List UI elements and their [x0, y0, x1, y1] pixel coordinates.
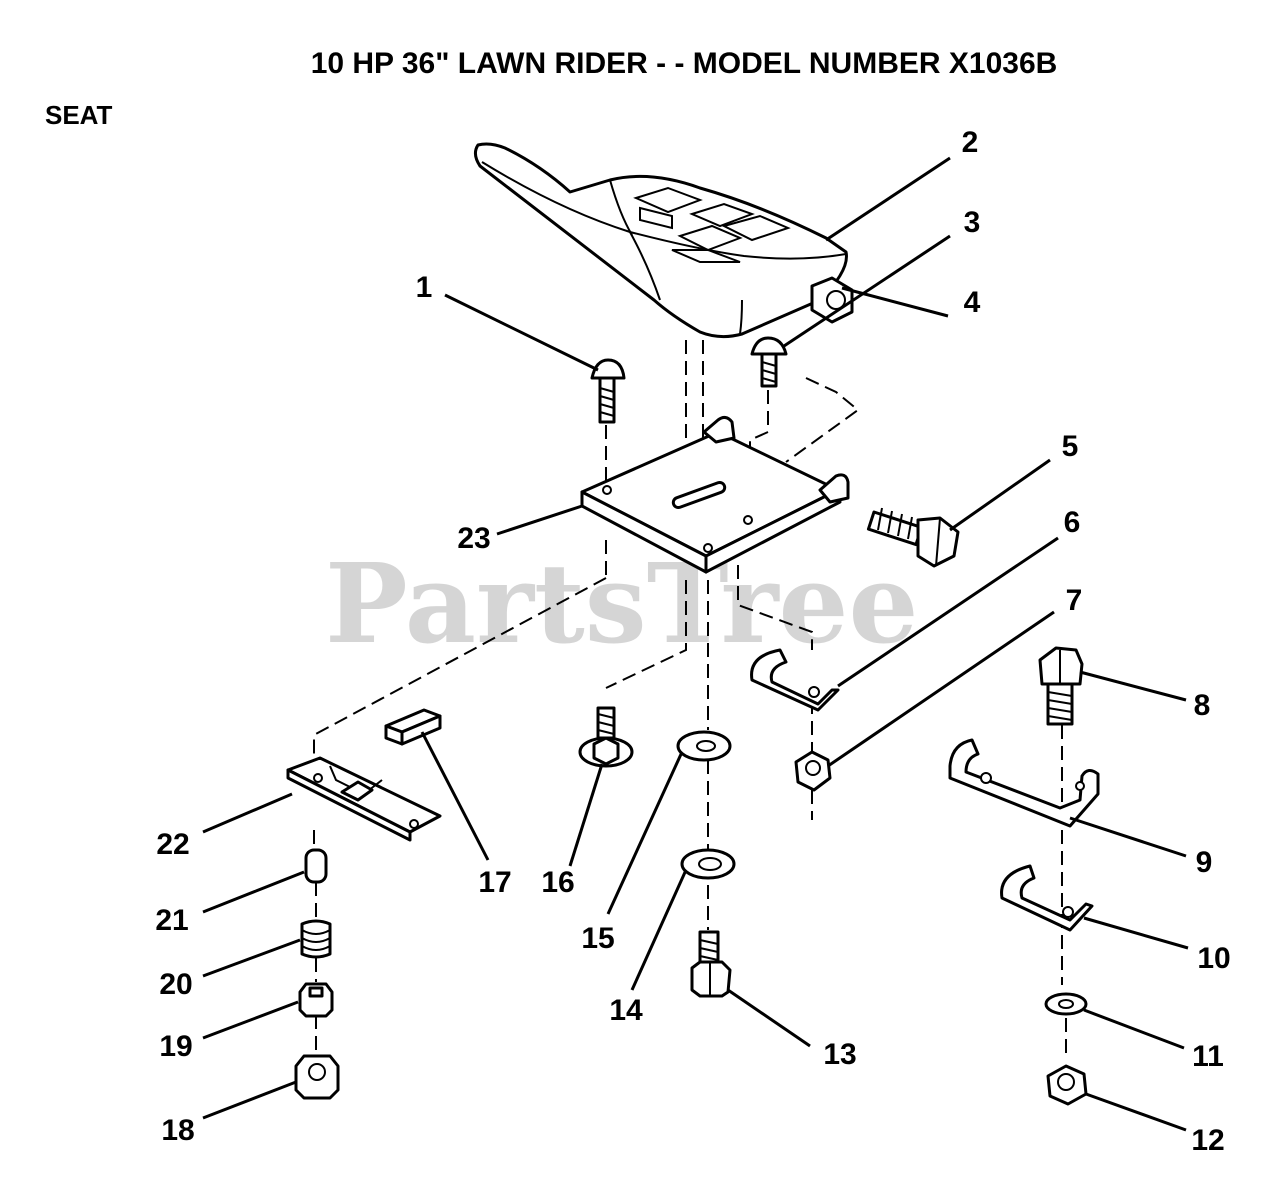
- screw-part: [750, 336, 788, 388]
- washer-11-part: [1044, 992, 1088, 1016]
- callout-6: 6: [1064, 506, 1081, 539]
- callout-18: 18: [161, 1114, 194, 1147]
- seat-part: [473, 142, 848, 339]
- callout-1: 1: [416, 271, 433, 304]
- callout-17: 17: [478, 866, 511, 899]
- callout-2: 2: [962, 126, 979, 159]
- callout-4: 4: [964, 286, 981, 319]
- bumper-part: [384, 708, 442, 746]
- callout-7: 7: [1066, 584, 1083, 617]
- callout-19: 19: [159, 1030, 192, 1063]
- callout-21: 21: [155, 904, 188, 937]
- callout-12: 12: [1191, 1124, 1224, 1157]
- seat-pan-part: [580, 415, 850, 574]
- shoulder-bolt-part: [578, 706, 634, 768]
- pin-part: [304, 848, 328, 884]
- seat-rail-part: [286, 756, 442, 842]
- spring-part: [300, 919, 332, 959]
- callout-5: 5: [1062, 430, 1079, 463]
- hex-bolt-13-part: [690, 930, 732, 998]
- lock-nut-12-part: [1046, 1064, 1088, 1106]
- callout-labels: 1 2 3 4 5 6 7 8 9 10 11 12 13 14 15 16 1…: [155, 126, 1230, 1157]
- spacer-clip-6-part: [750, 648, 840, 712]
- spring-cap-part: [298, 982, 334, 1018]
- callout-13: 13: [823, 1038, 856, 1071]
- callout-22: 22: [156, 828, 189, 861]
- callout-15: 15: [581, 922, 614, 955]
- washer-15-part: [676, 730, 732, 762]
- callout-10: 10: [1197, 942, 1230, 975]
- hex-bolt-8-part: [1038, 646, 1084, 726]
- watermark: PartsTree: [325, 539, 919, 668]
- callout-16: 16: [541, 866, 574, 899]
- lock-nut-7-part: [794, 750, 832, 792]
- callout-8: 8: [1194, 689, 1211, 722]
- leader-lines: [202, 156, 1189, 1132]
- hex-bolt-5-part: [866, 507, 960, 568]
- callout-3: 3: [964, 206, 981, 239]
- callout-9: 9: [1196, 846, 1213, 879]
- callout-20: 20: [159, 968, 192, 1001]
- callout-11: 11: [1192, 1040, 1224, 1073]
- assembly-lines: [313, 340, 1067, 1058]
- washer-14-part: [680, 848, 736, 880]
- callout-14: 14: [609, 994, 643, 1027]
- spacer-clip-10-part: [1000, 864, 1094, 932]
- flange-nut-part: [294, 1054, 340, 1100]
- diagram-title: 10 HP 36" LAWN RIDER - - MODEL NUMBER X1…: [311, 47, 1058, 80]
- bracket-part: [948, 738, 1100, 828]
- section-label: SEAT: [45, 100, 113, 130]
- callout-23: 23: [457, 522, 490, 555]
